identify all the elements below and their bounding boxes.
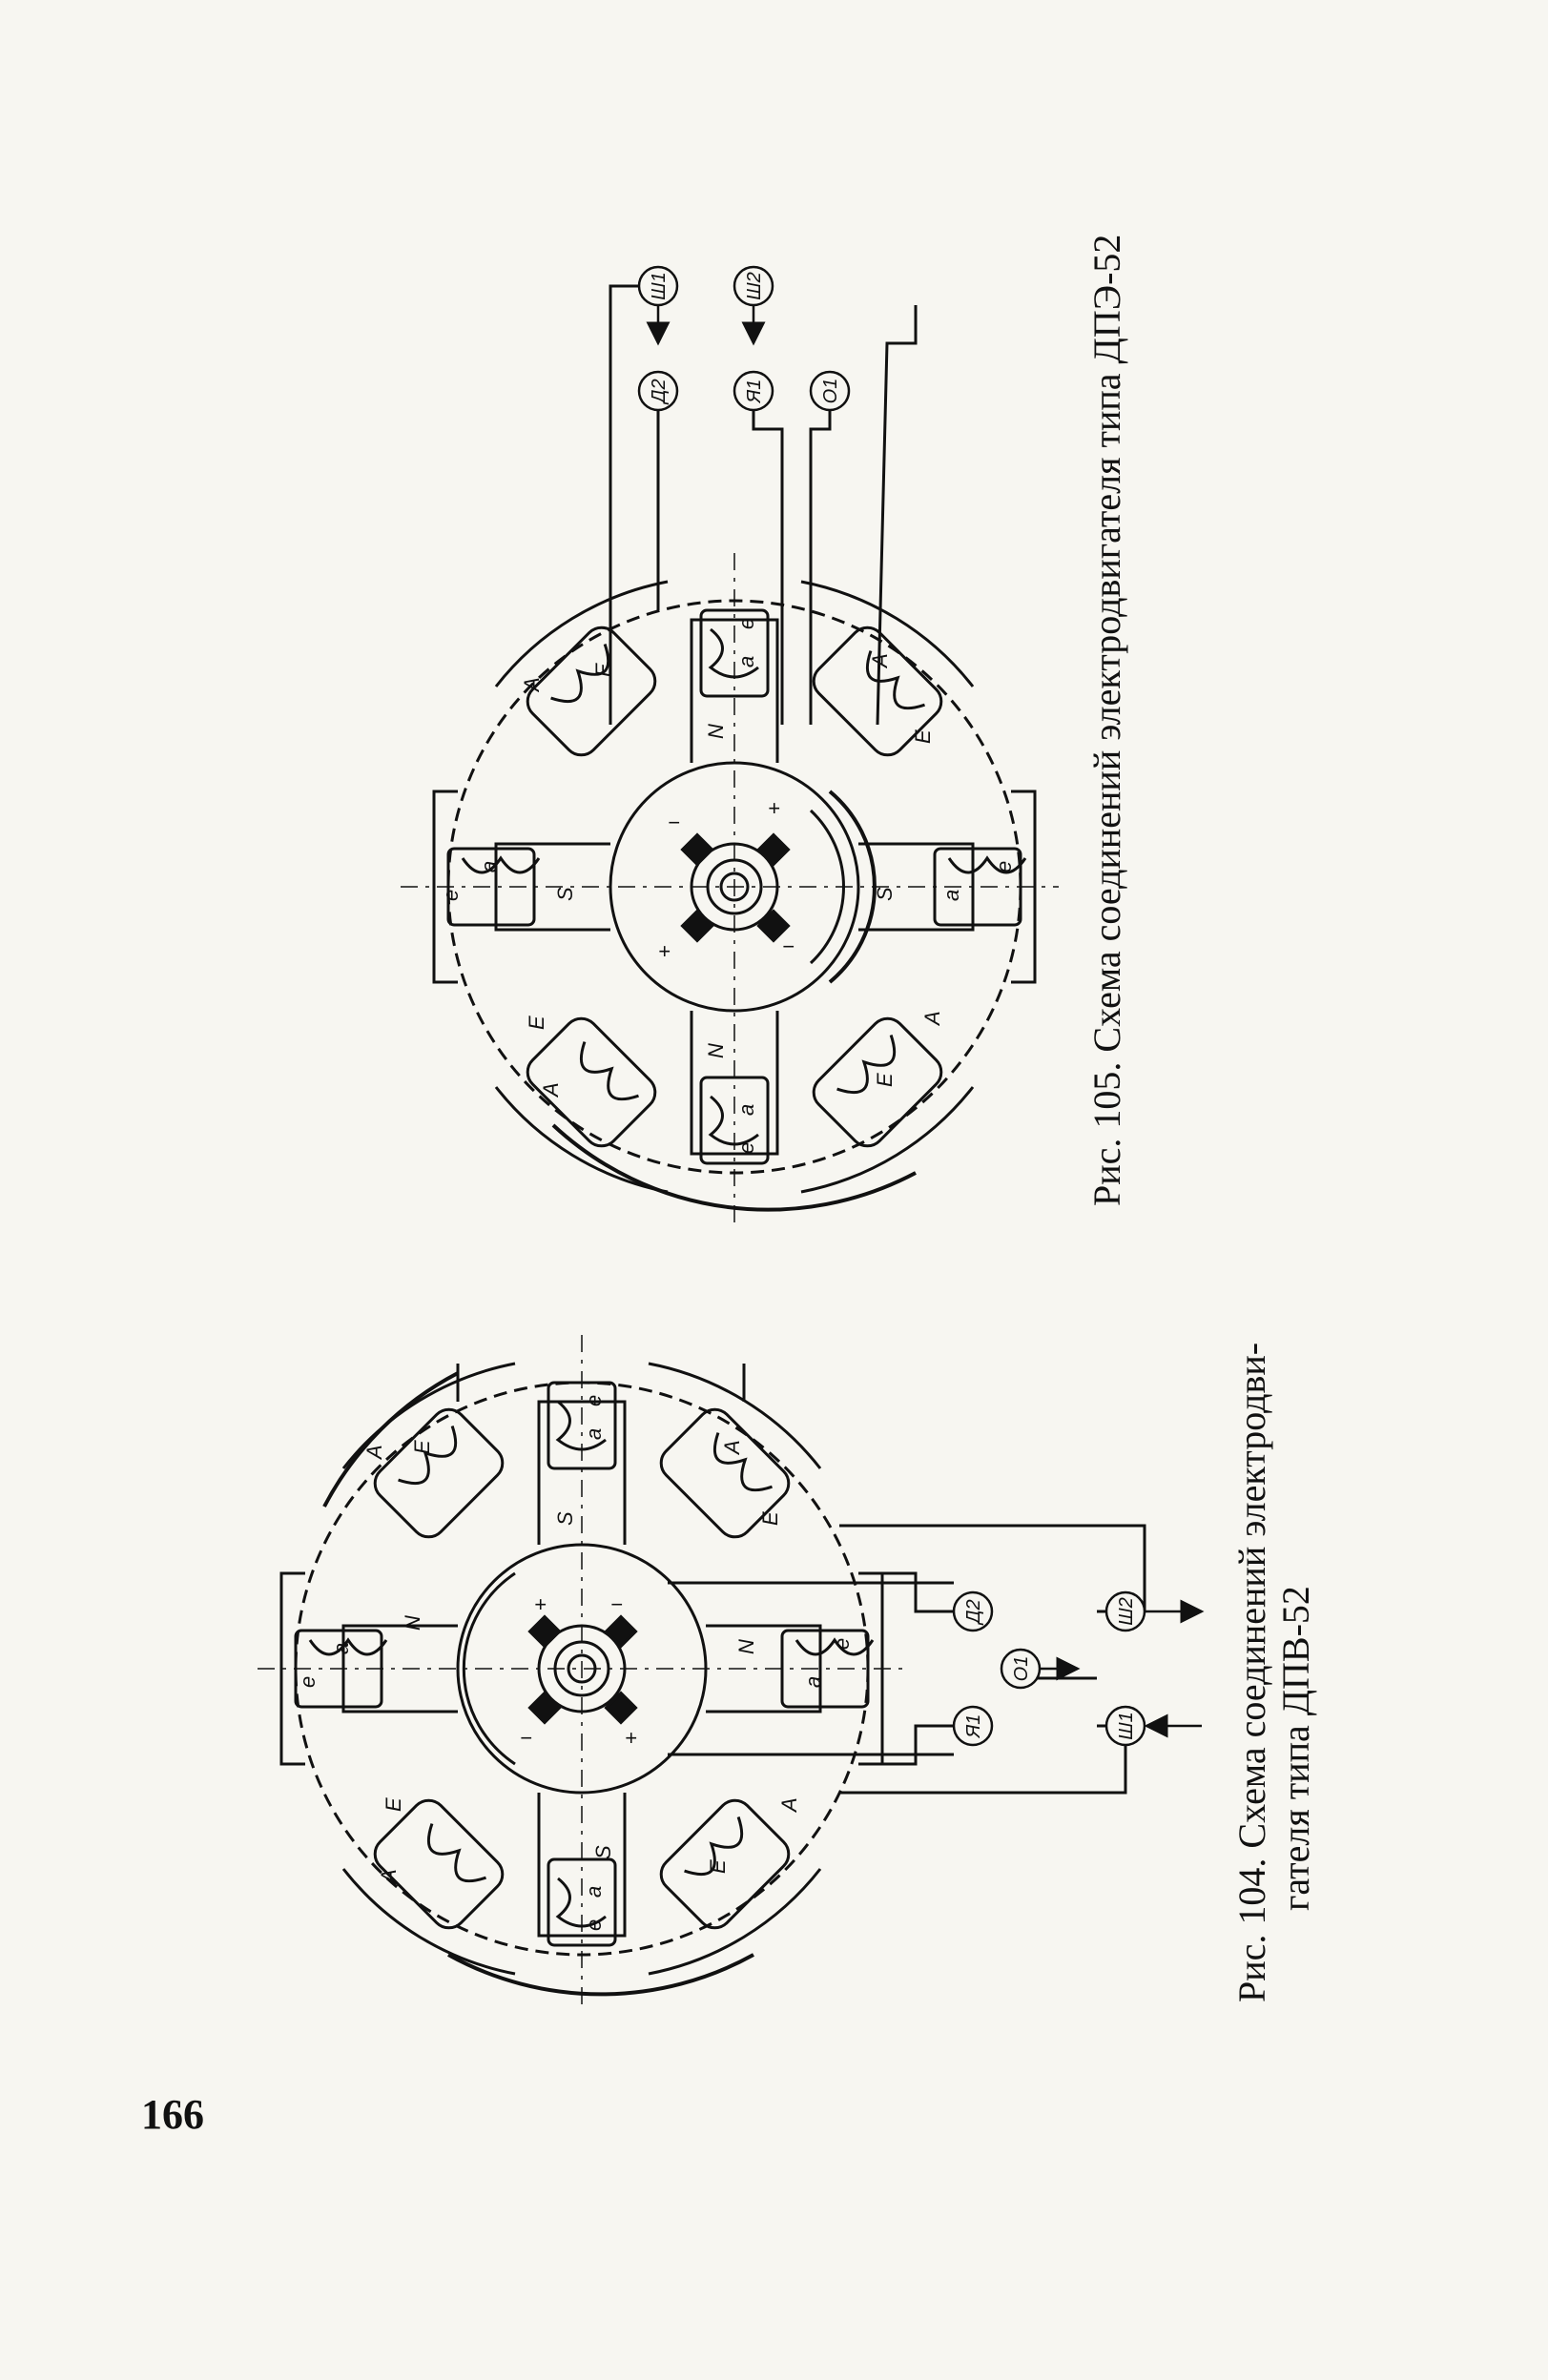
coil-label: a bbox=[939, 890, 963, 901]
figure-105-terminals bbox=[637, 265, 851, 412]
coil-label: E bbox=[706, 1859, 730, 1874]
coil-label: A bbox=[539, 1082, 563, 1098]
figure-105-caption: Рис. 105. Схема соединений электродвигат… bbox=[1085, 235, 1129, 1206]
figure-105-terminal-labels: Ш1 Ш2 Д2 Я1 О1 bbox=[649, 272, 841, 404]
pole-label: N bbox=[401, 1615, 424, 1631]
coil-label: E bbox=[410, 1440, 434, 1454]
brush-label: − bbox=[782, 934, 795, 958]
figure-105-coil-labels: N N S S A E A E A E A E a e a e a e a e … bbox=[439, 618, 1016, 1154]
brush-label: + bbox=[534, 1592, 547, 1616]
brush-label: + bbox=[625, 1726, 637, 1750]
coil-label: E bbox=[873, 1073, 897, 1087]
figure-105-caption-text: Рис. 105. Схема соединений электродвигат… bbox=[1085, 234, 1128, 1206]
coil-label: E bbox=[382, 1797, 405, 1812]
brush-label: + bbox=[658, 939, 671, 963]
coil-label: e bbox=[582, 1395, 606, 1406]
pole-label: S bbox=[553, 1511, 577, 1526]
figure-104-coil-labels: S S N N A E A E A E A E a e a e a e a e … bbox=[296, 1395, 854, 1931]
terminal-label: Я1 bbox=[963, 1714, 984, 1739]
terminal-label: Я1 bbox=[744, 380, 765, 404]
pole-label: N bbox=[704, 1043, 728, 1058]
coil-label: a bbox=[734, 656, 758, 667]
brush-label: + bbox=[768, 796, 780, 820]
coil-label: A bbox=[777, 1797, 801, 1814]
coil-label: E bbox=[758, 1511, 782, 1526]
pole-label: S bbox=[591, 1845, 615, 1859]
brush-label: − bbox=[610, 1592, 623, 1616]
coil-label: a bbox=[734, 1104, 758, 1116]
figure-104-terminal-labels: Д2 Ш2 Я1 О1 Ш1 bbox=[963, 1597, 1137, 1740]
figure-104-terminals bbox=[952, 1590, 1205, 1747]
coil-label: a bbox=[329, 1643, 353, 1654]
pole-label: N bbox=[704, 724, 728, 739]
terminal-label: О1 bbox=[820, 379, 841, 404]
coil-label: A bbox=[720, 1440, 744, 1456]
page-number: 166 bbox=[141, 2091, 204, 2138]
terminal-label: Ш1 bbox=[649, 272, 670, 300]
terminal-label: Ш1 bbox=[1116, 1712, 1137, 1740]
terminal-label: Ш2 bbox=[1116, 1597, 1137, 1626]
coil-label: e bbox=[992, 861, 1016, 872]
coil-label: A bbox=[362, 1445, 386, 1461]
terminal-label: Д2 bbox=[649, 379, 670, 404]
coil-label: E bbox=[591, 663, 615, 677]
coil-label: e bbox=[296, 1676, 320, 1688]
coil-label: e bbox=[830, 1638, 854, 1650]
pole-label: S bbox=[553, 887, 577, 901]
figure-104-diagram bbox=[258, 1335, 1146, 2012]
figure-105-diagram bbox=[401, 284, 1059, 1230]
terminal-label: Д2 bbox=[963, 1599, 984, 1625]
brush-label: − bbox=[520, 1726, 532, 1750]
figure-104-caption-line-1: Рис. 104. Схема соединений электродви- bbox=[1230, 1342, 1273, 2002]
terminal-label: Ш2 bbox=[744, 272, 765, 300]
coil-label: E bbox=[525, 1016, 548, 1030]
figure-104-caption-line-2: гателя типа ДПВ-52 bbox=[1274, 1586, 1317, 1911]
pole-label: S bbox=[873, 887, 897, 901]
pole-label: N bbox=[734, 1639, 758, 1654]
coil-label: a bbox=[582, 1886, 606, 1898]
coil-label: E bbox=[911, 729, 935, 744]
coil-label: e bbox=[439, 890, 463, 901]
coil-label: A bbox=[377, 1869, 401, 1885]
brush-label: − bbox=[668, 810, 680, 834]
figure-104-caption: Рис. 104. Схема соединений электродви- г… bbox=[1230, 1343, 1318, 2002]
coil-label: A bbox=[920, 1011, 944, 1027]
coil-label: A bbox=[868, 653, 892, 669]
coil-label: a bbox=[801, 1676, 825, 1688]
coil-label: e bbox=[734, 1142, 758, 1154]
coil-label: a bbox=[477, 861, 501, 872]
coil-label: e bbox=[582, 1919, 606, 1931]
coil-label: a bbox=[582, 1428, 606, 1440]
terminal-label: О1 bbox=[1011, 1656, 1032, 1682]
coil-label: e bbox=[734, 618, 758, 629]
coil-label: A bbox=[520, 677, 544, 693]
